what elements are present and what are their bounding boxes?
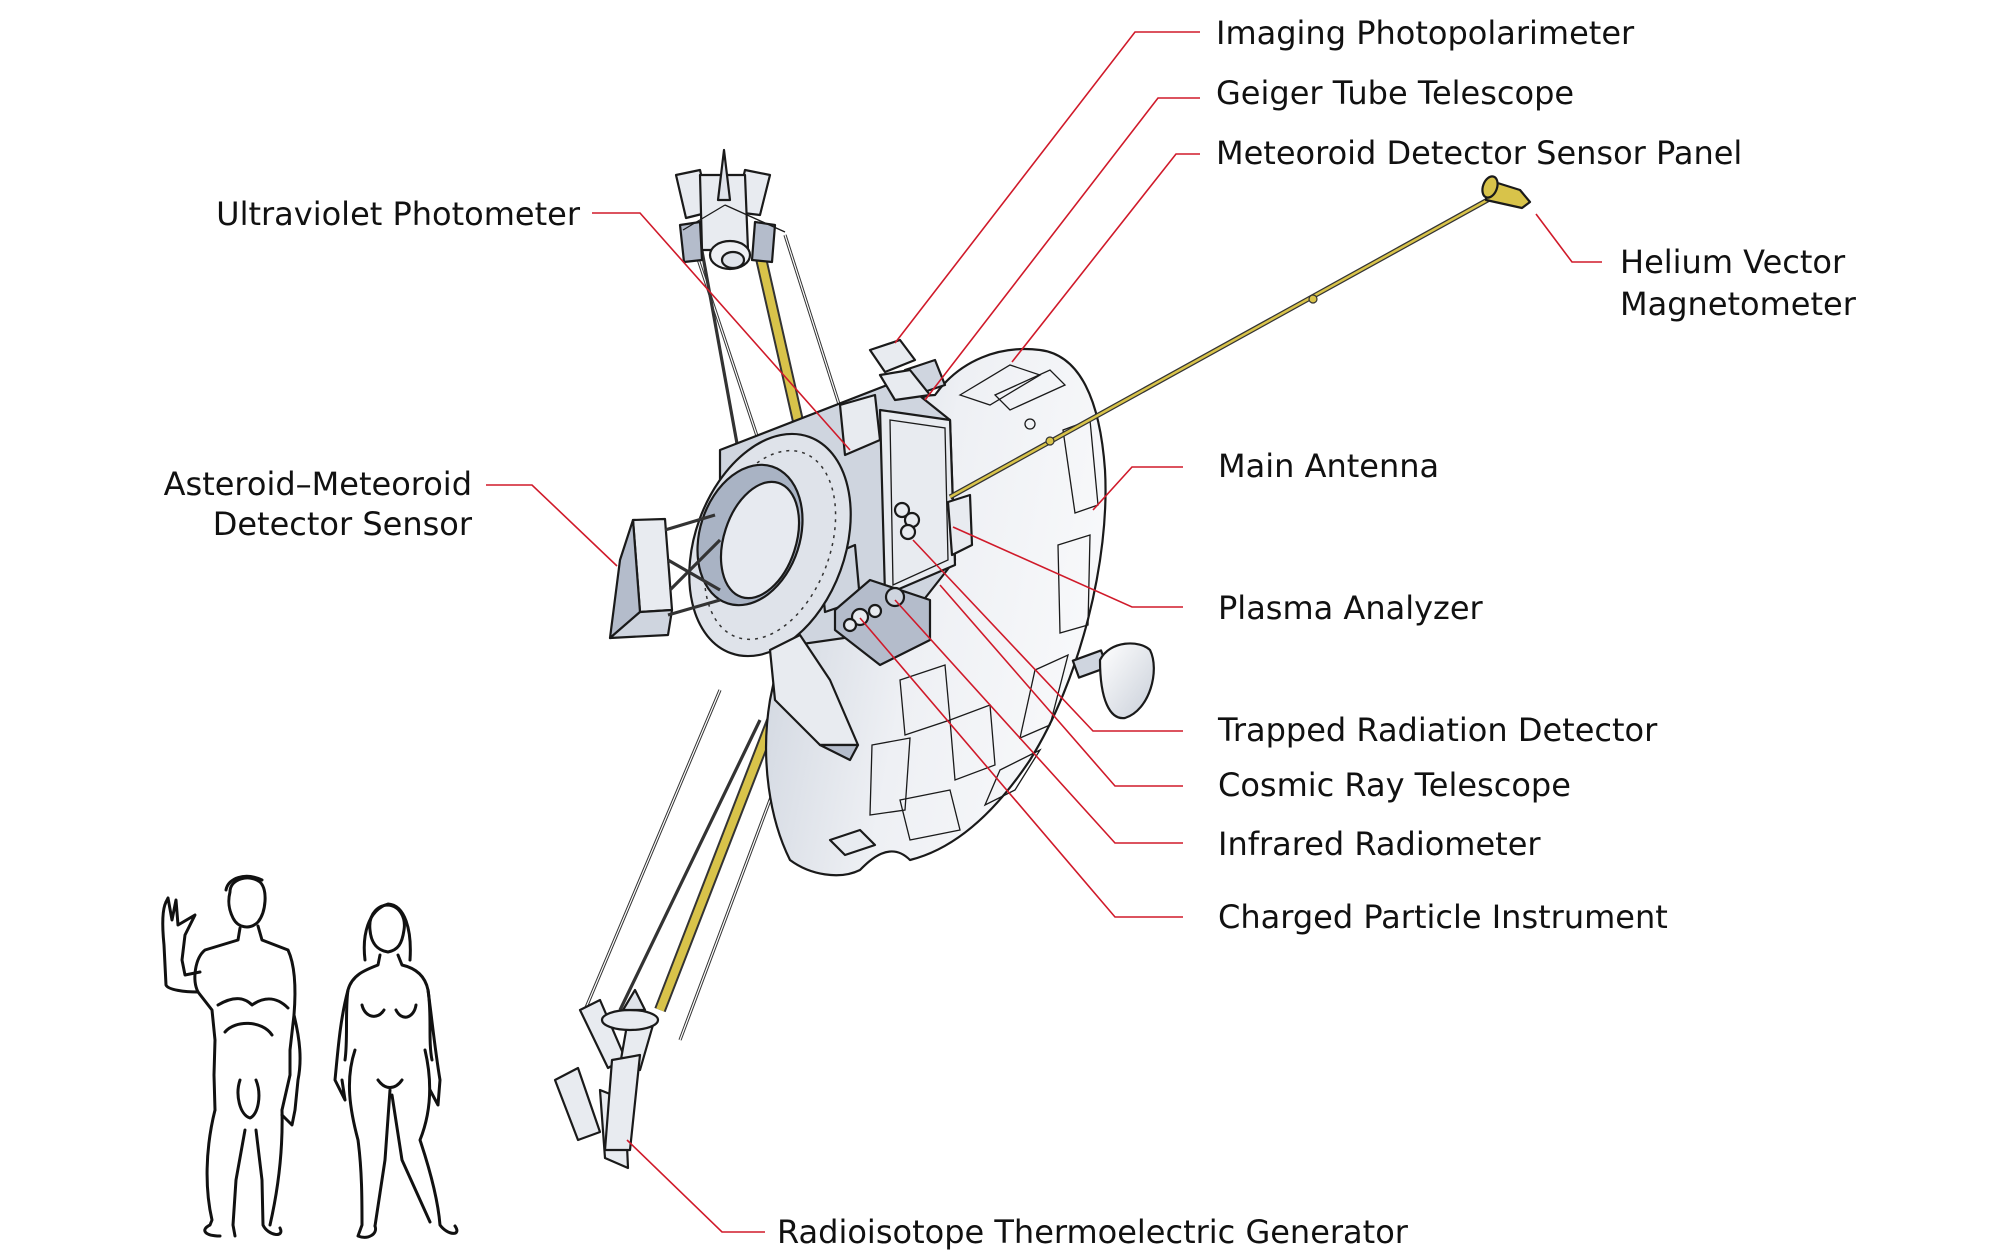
leader-asteroid-meteoroid-detector	[486, 484, 618, 567]
leader-trapped-radiation-detector	[912, 539, 1183, 732]
leader-ultraviolet-photometer	[592, 212, 851, 451]
label-charged-particle-instrument: Charged Particle Instrument	[1218, 898, 1668, 936]
leader-imaging-photopolarimeter	[894, 31, 1200, 344]
lower-bracket	[768, 633, 877, 857]
leader-rtg	[626, 1139, 765, 1233]
label-main-antenna: Main Antenna	[1218, 447, 1439, 485]
leader-plasma-analyzer	[952, 526, 1183, 608]
label-asteroid-meteoroid-line1: Asteroid–Meteoroid	[164, 465, 472, 503]
label-geiger-tube-telescope: Geiger Tube Telescope	[1216, 74, 1574, 112]
leader-meteoroid-detector-sensor-panel	[1011, 153, 1200, 363]
label-imaging-photopolarimeter: Imaging Photopolarimeter	[1216, 14, 1635, 52]
upper-mast-head	[674, 148, 786, 271]
asteroid-meteoroid-detector	[608, 513, 722, 640]
label-plasma-analyzer: Plasma Analyzer	[1218, 589, 1484, 627]
thruster-nozzle	[1071, 642, 1155, 720]
leader-helium-vector-magnetometer	[1535, 213, 1602, 263]
antenna-panels	[869, 364, 1099, 841]
leader-cosmic-ray-telescope	[939, 584, 1183, 787]
magnetometer-sensor	[1481, 175, 1532, 210]
label-meteoroid-detector-sensor-panel: Meteoroid Detector Sensor Panel	[1216, 134, 1742, 172]
label-trapped-radiation-detector: Trapped Radiation Detector	[1217, 711, 1658, 749]
louver-ring	[688, 432, 852, 658]
label-asteroid-meteoroid-line2: Detector Sensor	[213, 505, 473, 543]
label-cosmic-ray-telescope: Cosmic Ray Telescope	[1218, 766, 1571, 804]
magnetometer-boom	[948, 175, 1532, 500]
label-infrared-radiometer: Infrared Radiometer	[1218, 825, 1541, 863]
leader-lines	[486, 31, 1602, 1233]
label-helium-vector-magnetometer-line2: Magnetometer	[1620, 285, 1857, 323]
leader-charged-particle-instrument	[859, 617, 1183, 918]
leader-geiger-tube-telescope	[924, 97, 1200, 401]
female-human-figure	[333, 902, 459, 1239]
label-rtg: Radioisotope Thermoelectric Generator	[777, 1213, 1409, 1250]
label-helium-vector-magnetometer-line1: Helium Vector	[1620, 243, 1846, 281]
rtg-unit	[553, 988, 660, 1170]
label-ultraviolet-photometer: Ultraviolet Photometer	[216, 195, 581, 233]
male-human-figure	[161, 874, 302, 1238]
leader-infrared-radiometer	[894, 599, 1183, 844]
labels: Imaging Photopolarimeter Geiger Tube Tel…	[164, 14, 1857, 1250]
leader-main-antenna	[1092, 466, 1183, 511]
